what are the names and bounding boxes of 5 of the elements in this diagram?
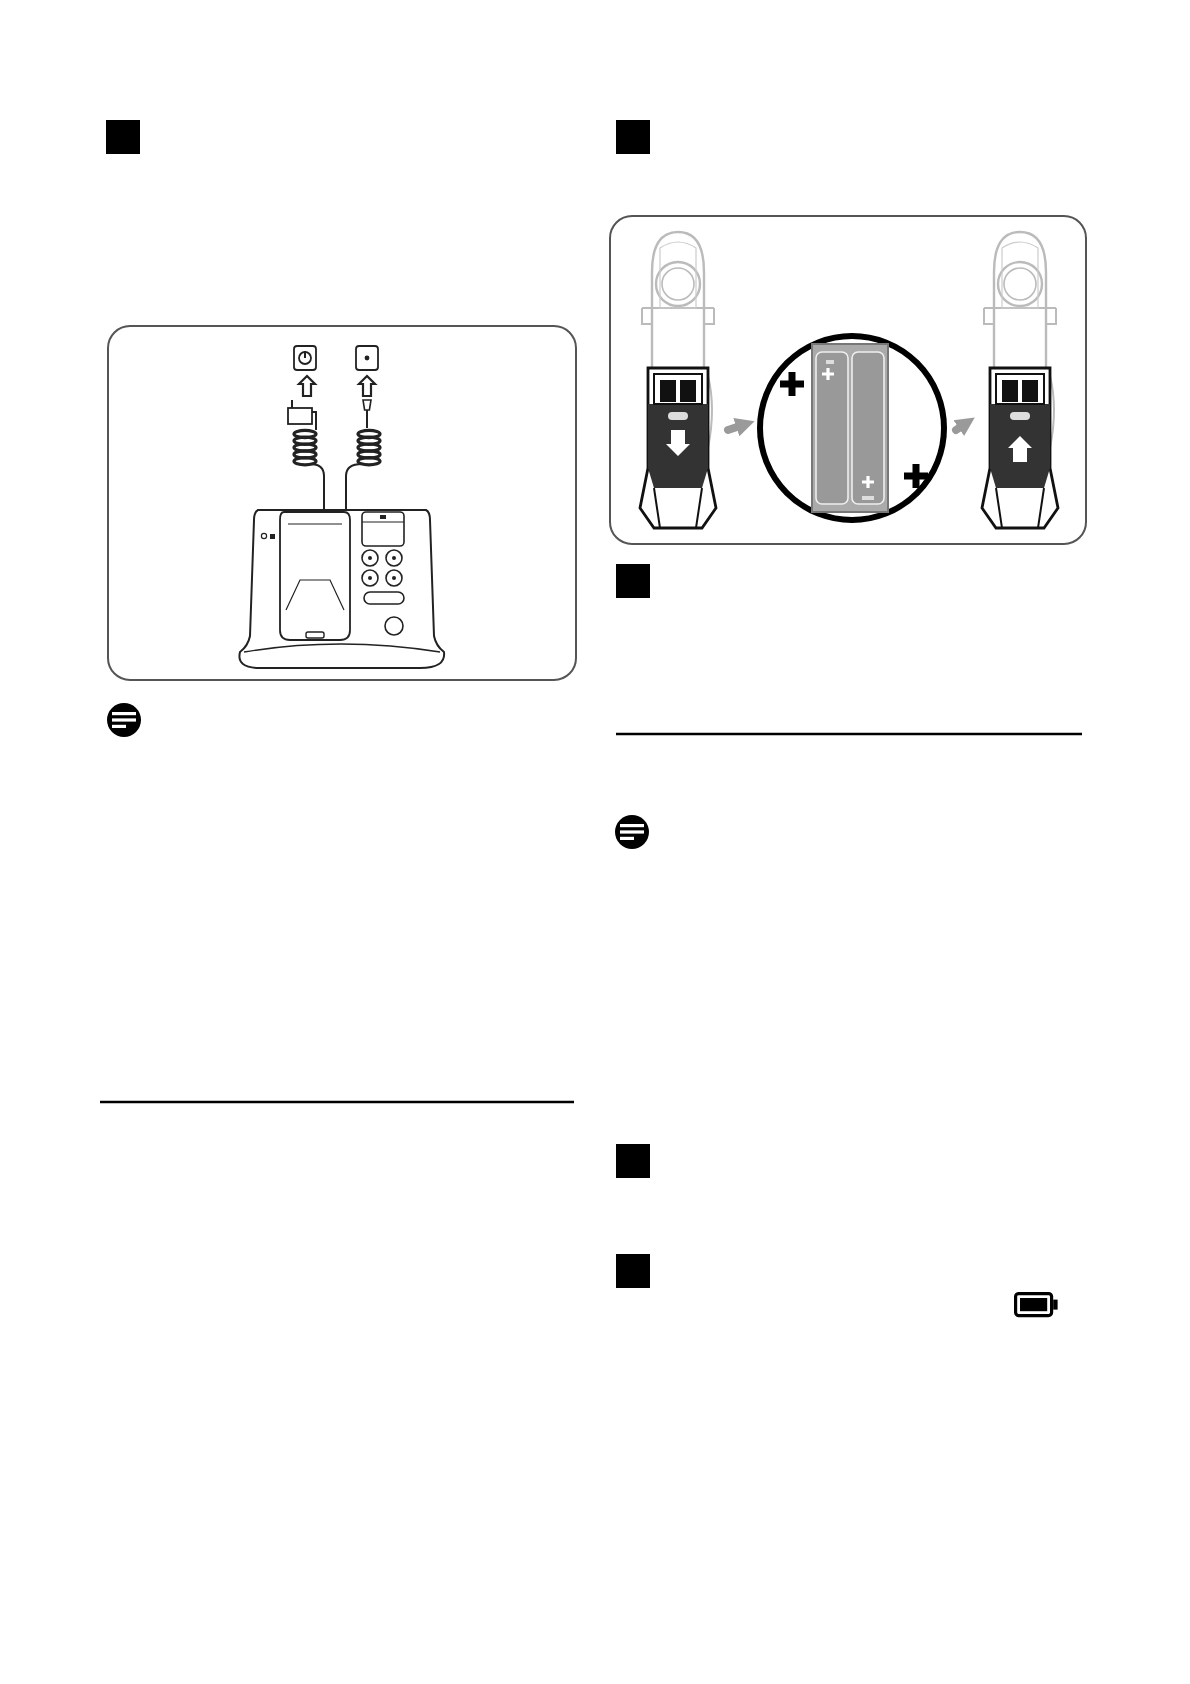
arrow bbox=[952, 417, 975, 437]
handset-drawing bbox=[978, 228, 1062, 532]
handset-drawing bbox=[636, 228, 720, 532]
arrow bbox=[724, 418, 755, 437]
battery-inset-drawing bbox=[756, 332, 948, 524]
